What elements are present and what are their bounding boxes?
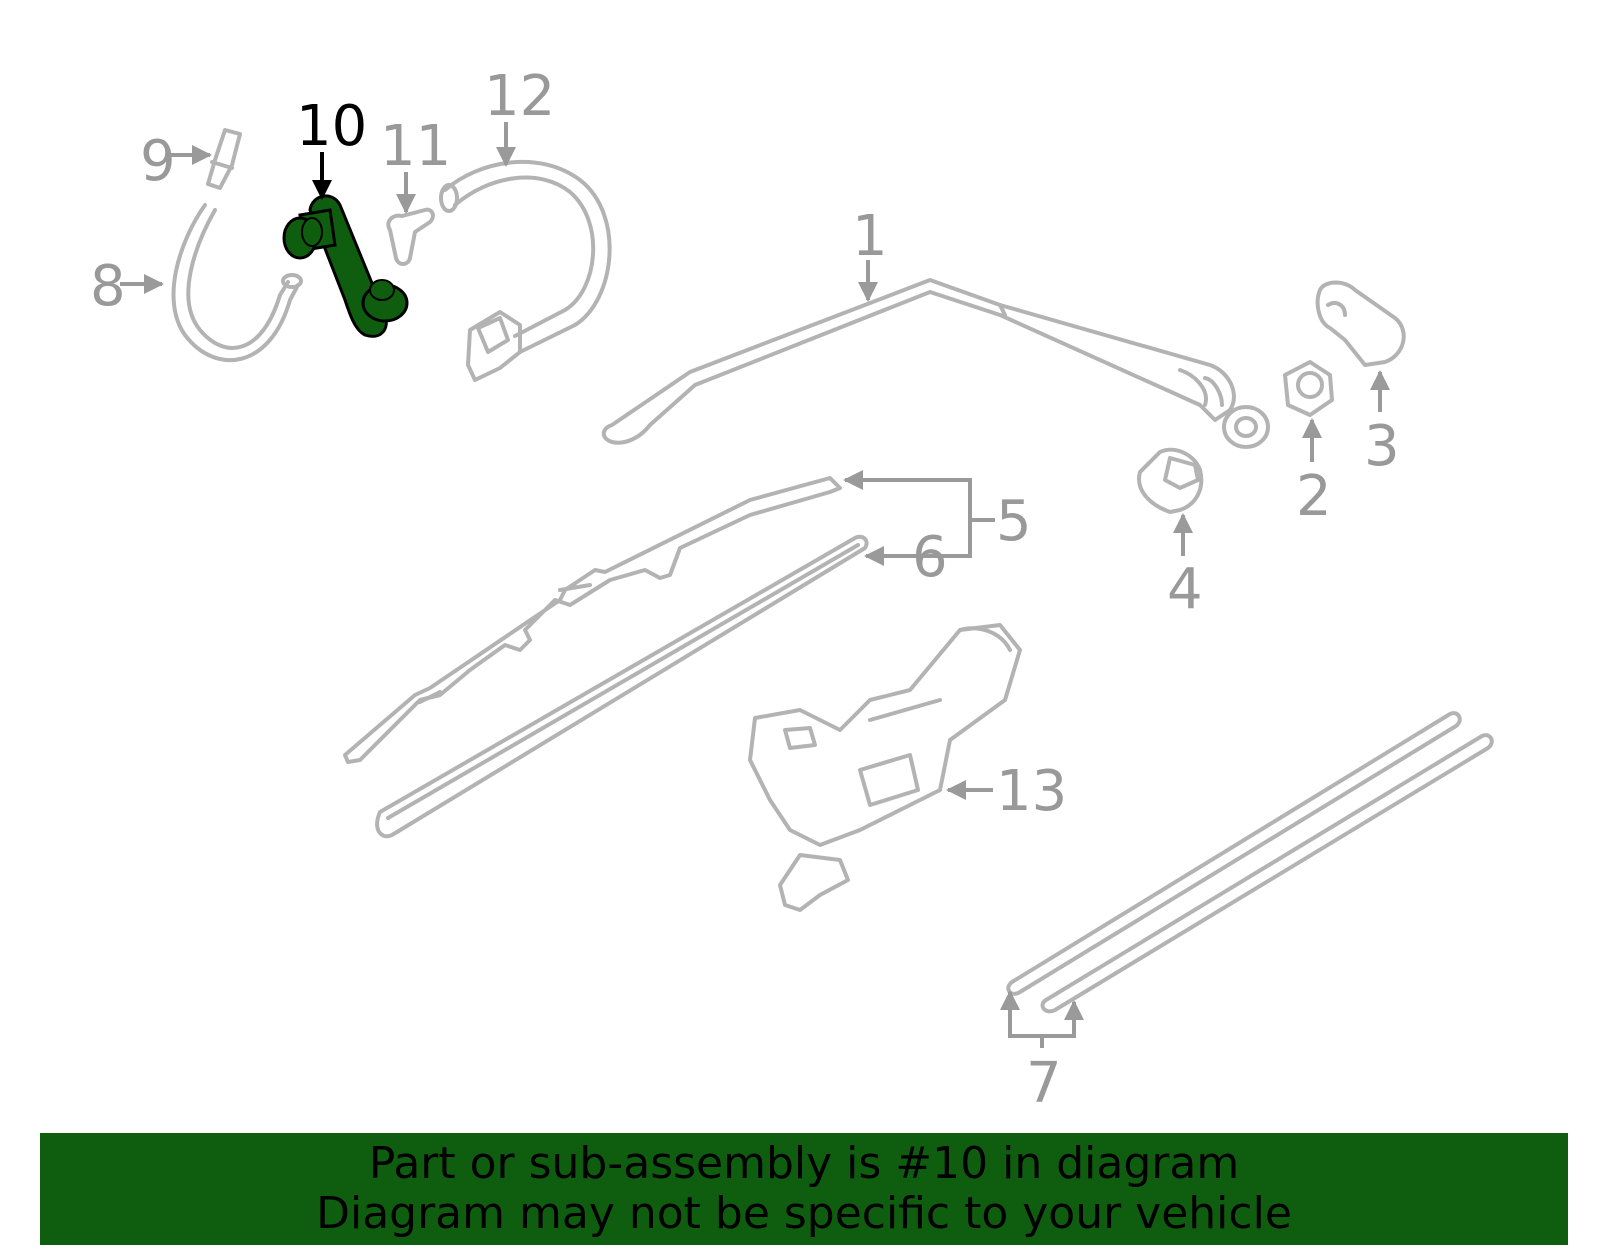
callout-6: 6: [912, 525, 948, 590]
callout-2: 2: [1296, 464, 1332, 529]
part-12-washer-hose: [439, 159, 612, 382]
callout-8: 8: [90, 254, 126, 319]
part-11-clip: [386, 207, 435, 266]
banner-line-part: Part or sub-assembly is #10 in diagram: [368, 1138, 1240, 1189]
part-2-nut: [1283, 360, 1334, 417]
part-8-washer-hose: [171, 203, 303, 363]
callout-12: 12: [484, 64, 555, 129]
info-banner: Part or sub-assembly is #10 in diagram D…: [40, 1133, 1568, 1245]
callout-11: 11: [380, 114, 451, 179]
leader-lines: [120, 122, 1390, 1048]
callout-labels: 9 10 11 12 8 1 2 3 4 5 6 13 7: [90, 64, 1400, 1116]
callout-1: 1: [852, 204, 888, 269]
banner-line-disclaimer: Diagram may not be specific to your vehi…: [316, 1188, 1292, 1239]
callout-9: 9: [140, 129, 176, 194]
part-13-wiper-motor: [748, 623, 1022, 912]
part-9-connector: [206, 128, 242, 190]
part-3-cap: [1315, 280, 1406, 367]
callout-13: 13: [996, 759, 1067, 824]
callout-7: 7: [1026, 1051, 1062, 1116]
part-1-wiper-arm: [601, 278, 1270, 449]
callout-4: 4: [1167, 557, 1203, 622]
part-10-hose-highlighted: [282, 194, 409, 338]
callout-5: 5: [996, 489, 1032, 554]
part-4-bushing: [1137, 447, 1204, 514]
callout-10: 10: [296, 94, 367, 159]
part-5-wiper-blade: [343, 476, 842, 764]
part-7-wiper-rubber-strips: [1006, 711, 1494, 1014]
callout-3: 3: [1364, 414, 1400, 479]
